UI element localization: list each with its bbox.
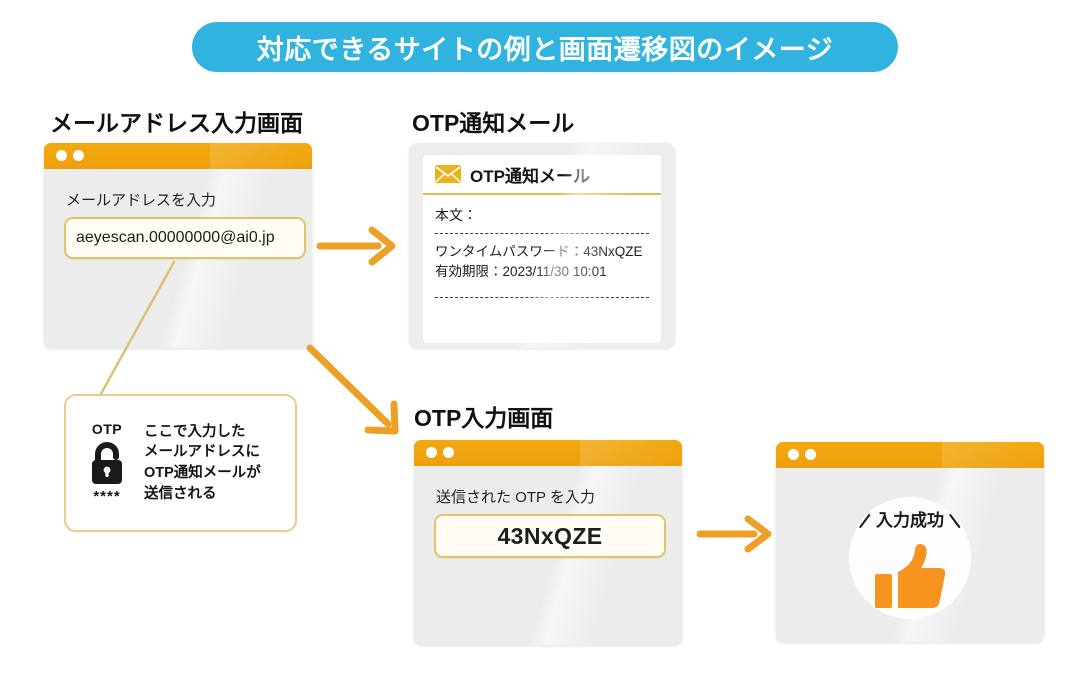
otp-input-label: 送信された OTP を入力 — [436, 489, 595, 506]
mail-input-window: メールアドレスを入力 aeyescan.00000000@ai0.jp — [44, 143, 312, 348]
envelope-icon — [435, 165, 461, 183]
emphasis-slash-icon — [859, 514, 871, 528]
window-dot-icon — [56, 150, 67, 161]
window-titlebar — [44, 143, 312, 169]
callout-icon-group: OTP **** — [70, 421, 144, 505]
window-body: 送信された OTP を入力 43NxQZE — [414, 466, 682, 645]
callout-line: OTP通知メールが — [144, 465, 261, 481]
emphasis-slash-icon — [949, 514, 961, 528]
otp-mail-card: OTP通知メール 本文： ワンタイムパスワード：43NxQZE 有効期限：202… — [409, 143, 675, 348]
callout-otp-label: OTP — [91, 421, 123, 437]
arrow-otpinput-to-success — [696, 515, 772, 553]
window-body: 入力成功 — [776, 468, 1044, 642]
diagram-title-text: 対応できるサイトの例と画面遷移図のイメージ — [256, 34, 834, 65]
mail-input-label: メールアドレスを入力 — [66, 192, 217, 209]
window-dot-icon — [805, 449, 816, 460]
arrow-mail-to-otpmail — [316, 226, 396, 266]
arrow-mail-to-otpinput — [306, 344, 399, 435]
otp-mail-body: 本文： ワンタイムパスワード：43NxQZE 有効期限：2023/11/30 1… — [423, 195, 661, 298]
heading-otp-input-screen: OTP入力画面 — [414, 405, 554, 431]
padlock-icon — [92, 442, 122, 484]
heading-otp-mail: OTP通知メール — [412, 110, 575, 136]
window-titlebar — [776, 442, 1044, 468]
otp-input-window: 送信された OTP を入力 43NxQZE — [414, 440, 682, 645]
callout-text: ここで入力した メールアドレスに OTP通知メールが 送信される — [144, 422, 269, 504]
window-dot-icon — [73, 150, 84, 161]
heading-mail-input-screen: メールアドレス入力画面 — [50, 110, 303, 136]
otp-info-callout: OTP **** ここで入力した メールアドレスに OTP通知メールが 送信され… — [64, 394, 297, 532]
success-label-text: 入力成功 — [876, 511, 944, 530]
otp-mail-header: OTP通知メール — [423, 155, 661, 195]
otp-mail-line: ワンタイムパスワード：43NxQZE — [435, 244, 643, 259]
otp-mail-line: 有効期限：2023/11/30 10:01 — [435, 264, 607, 280]
callout-line: 送信される — [144, 485, 217, 502]
email-field[interactable]: aeyescan.00000000@ai0.jp — [64, 217, 306, 259]
thumbs-up-icon — [871, 540, 949, 619]
callout-masked-value: **** — [93, 488, 121, 505]
divider — [435, 233, 649, 234]
window-dot-icon — [788, 449, 799, 460]
callout-line: メールアドレスに — [144, 444, 260, 461]
window-body: メールアドレスを入力 aeyescan.00000000@ai0.jp — [44, 169, 312, 348]
email-field-value: aeyescan.00000000@ai0.jp — [76, 229, 275, 246]
window-dot-icon — [443, 447, 454, 458]
otp-mail-title: OTP通知メール — [470, 166, 590, 186]
otp-field[interactable]: 43NxQZE — [434, 514, 666, 558]
window-titlebar — [414, 440, 682, 466]
divider — [435, 296, 649, 298]
callout-line: ここで入力した — [144, 423, 246, 440]
otp-mail-body-label: 本文： — [435, 207, 477, 223]
otp-mail-inner: OTP通知メール 本文： ワンタイムパスワード：43NxQZE 有効期限：202… — [423, 155, 661, 343]
success-label: 入力成功 — [857, 506, 962, 531]
otp-field-value: 43NxQZE — [497, 522, 603, 549]
diagram-title-banner: 対応できるサイトの例と画面遷移図のイメージ — [192, 22, 898, 72]
success-window: 入力成功 — [776, 442, 1044, 642]
window-dot-icon — [426, 447, 437, 458]
